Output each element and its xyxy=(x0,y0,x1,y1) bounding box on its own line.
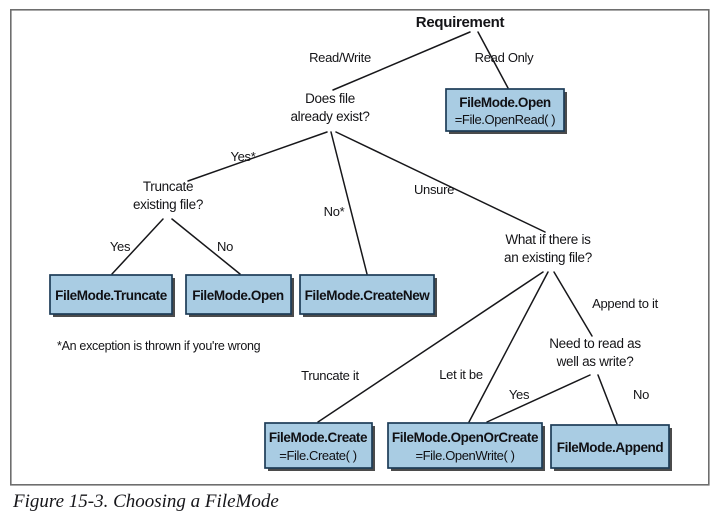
box-fill xyxy=(49,274,173,315)
terminal-boxes-group: FileMode.Open =File.OpenRead( ) FileMode… xyxy=(49,88,672,471)
terminal-sublabel: =File.OpenWrite( ) xyxy=(415,448,514,463)
terminal-filemode-truncate[interactable]: FileMode.Truncate xyxy=(49,274,175,317)
terminal-sublabel: =File.OpenRead( ) xyxy=(455,112,556,127)
node-need-read-write-line1: Need to read as xyxy=(549,336,641,351)
edge-doesfile-to-createnew xyxy=(330,131,368,275)
terminal-label: FileMode.Create xyxy=(269,430,368,445)
node-need-read-write-line2: well as write? xyxy=(556,354,634,369)
terminal-label: FileMode.Open xyxy=(192,288,284,303)
edge-label-no-star: No* xyxy=(324,204,345,219)
node-does-file-exist-line2: already exist? xyxy=(290,109,369,124)
edge-truncate-to-truncatebox xyxy=(111,218,164,275)
node-what-if-existing-line2: an existing file? xyxy=(504,250,592,265)
edge-label-truncate-it: Truncate it xyxy=(301,368,359,383)
edge-needread-to-appendbox xyxy=(597,374,618,425)
edge-label-read-no: No xyxy=(633,387,649,402)
edge-label-truncate-yes: Yes xyxy=(110,239,131,254)
node-truncate-existing-line2: existing file? xyxy=(133,197,203,212)
box-fill xyxy=(299,274,435,315)
edge-label-let-it-be: Let it be xyxy=(439,367,483,382)
edge-label-yes-star: Yes* xyxy=(230,149,255,164)
edge-doesfile-to-truncate xyxy=(187,131,328,182)
terminal-filemode-open-read[interactable]: FileMode.Open =File.OpenRead( ) xyxy=(445,88,567,134)
edge-whatif-to-openorcreatebox xyxy=(468,271,549,423)
terminal-sublabel: =File.Create( ) xyxy=(279,448,357,463)
edge-doesfile-to-whatif xyxy=(335,131,546,233)
terminal-label: FileMode.Truncate xyxy=(55,288,168,303)
terminal-label: FileMode.Append xyxy=(557,440,664,455)
edge-truncate-to-openbox xyxy=(171,218,241,275)
edge-label-read-only: Read Only xyxy=(475,50,535,65)
terminal-filemode-append[interactable]: FileMode.Append xyxy=(550,424,672,471)
edge-needread-to-openorcreatebox xyxy=(486,374,591,423)
edge-label-read-yes: Yes xyxy=(509,387,530,402)
edge-requirement-to-doesfile xyxy=(332,31,471,91)
edge-label-unsure: Unsure xyxy=(414,182,454,197)
box-fill xyxy=(387,422,543,469)
terminal-filemode-openorcreate[interactable]: FileMode.OpenOrCreate =File.OpenWrite( ) xyxy=(387,422,545,471)
terminal-label: FileMode.Open xyxy=(459,95,551,110)
edge-lines-group xyxy=(111,31,618,425)
edge-whatif-to-createbox xyxy=(317,271,544,423)
terminal-label: FileMode.CreateNew xyxy=(305,288,431,303)
box-fill xyxy=(445,88,565,132)
node-truncate-existing-line1: Truncate xyxy=(143,179,193,194)
footnote-exception-note: *An exception is thrown if you're wrong xyxy=(57,339,261,353)
box-fill xyxy=(185,274,292,315)
edge-label-append-to-it: Append to it xyxy=(592,296,658,311)
edge-whatif-to-needread xyxy=(553,271,593,337)
box-fill xyxy=(550,424,670,469)
terminal-filemode-createnew[interactable]: FileMode.CreateNew xyxy=(299,274,437,317)
edge-requirement-to-openread xyxy=(477,31,509,89)
terminal-filemode-create[interactable]: FileMode.Create =File.Create( ) xyxy=(264,422,375,471)
edge-label-read-write: Read/Write xyxy=(309,50,371,65)
edge-label-truncate-no: No xyxy=(217,239,233,254)
decision-nodes-group: Requirement Does file already exist? Tru… xyxy=(133,14,642,369)
node-what-if-existing-line1: What if there is xyxy=(505,232,591,247)
edge-labels-group: Read/Write Read Only Yes* No* Unsure Yes… xyxy=(110,50,659,402)
node-does-file-exist-line1: Does file xyxy=(305,91,355,106)
node-requirement: Requirement xyxy=(416,14,505,31)
box-fill xyxy=(264,422,373,469)
figure-caption: Figure 15-3. Choosing a FileMode xyxy=(13,491,279,512)
terminal-label: FileMode.OpenOrCreate xyxy=(392,430,539,445)
terminal-filemode-open[interactable]: FileMode.Open xyxy=(185,274,294,317)
